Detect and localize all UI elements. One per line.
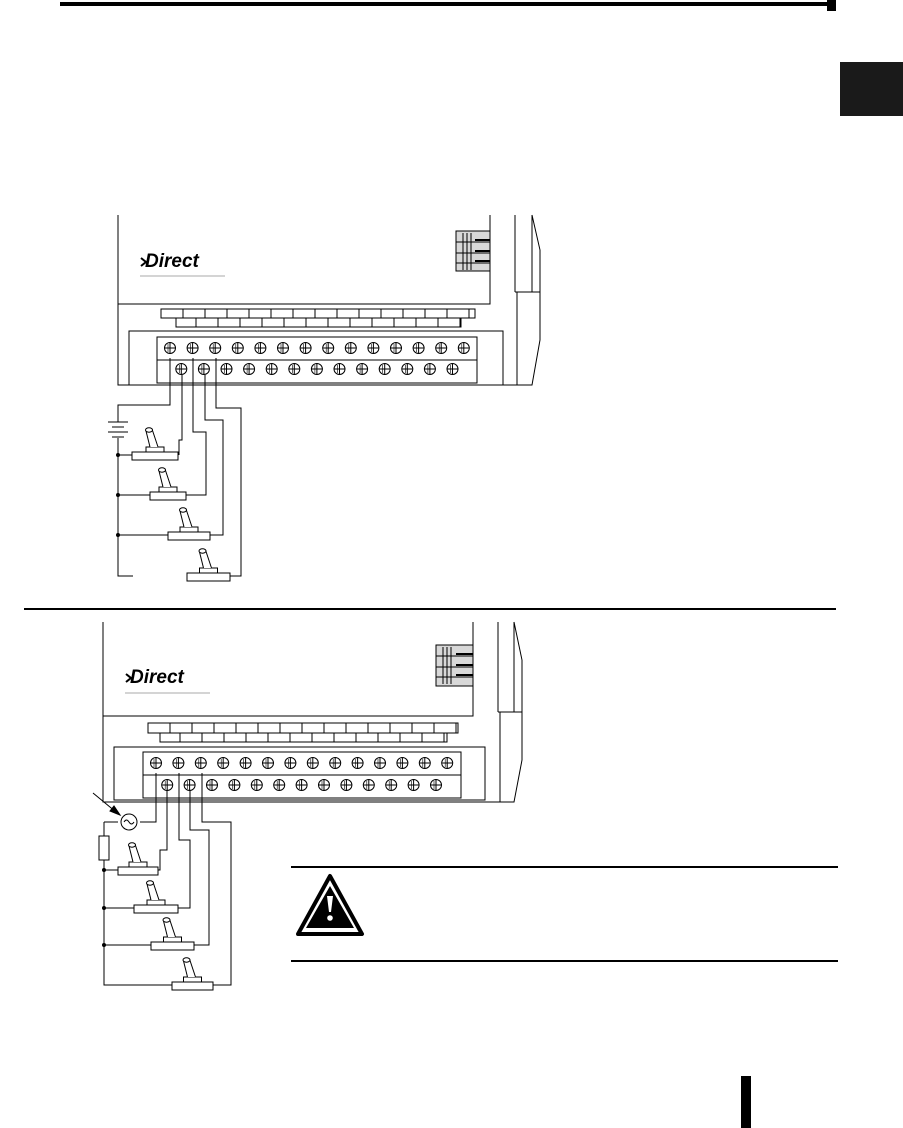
screw-terminal (345, 343, 356, 354)
screw-terminal (436, 343, 447, 354)
terminal-block-frame (129, 331, 503, 385)
screw-terminal (334, 364, 345, 375)
screw-terminal (431, 780, 442, 791)
screw-terminal (323, 343, 334, 354)
screw-terminal (229, 780, 240, 791)
screw-terminal (151, 758, 162, 769)
brand-logo-text: Direct (130, 667, 185, 688)
screw-terminal (300, 343, 311, 354)
screw-terminal (289, 364, 300, 375)
screw-terminal (447, 364, 458, 375)
ac-source-symbol (121, 814, 137, 830)
screw-terminal (218, 758, 229, 769)
vent-grille (436, 645, 473, 686)
brand-logo: Direct (141, 251, 200, 272)
toggle-switch (134, 881, 178, 913)
screw-terminal (379, 364, 390, 375)
screw-terminal (442, 758, 453, 769)
toggle-switch (187, 549, 230, 581)
screw-terminal (210, 343, 221, 354)
terminal-block-frame (114, 747, 485, 800)
vent-grille (456, 231, 490, 271)
screw-terminal (352, 758, 363, 769)
screw-terminal (232, 343, 243, 354)
pointer-arrow-icon (93, 793, 120, 815)
header-rule (60, 0, 836, 11)
screw-terminal (413, 343, 424, 354)
screw-terminal (402, 364, 413, 375)
screw-terminal (255, 343, 266, 354)
screw-terminal (278, 343, 289, 354)
screw-terminal (176, 364, 187, 375)
screw-terminal (173, 758, 184, 769)
dc-battery-symbol (108, 422, 128, 437)
label-strip (161, 309, 475, 327)
screw-terminal (195, 758, 206, 769)
warning-box (291, 867, 838, 961)
label-strip (148, 723, 458, 742)
field-wiring (104, 773, 231, 985)
screw-terminal (391, 343, 402, 354)
screw-terminal (251, 780, 262, 791)
screw-terminal (207, 780, 218, 791)
toggle-switch (132, 428, 178, 460)
fuse-symbol (99, 836, 109, 860)
screw-terminal (330, 758, 341, 769)
screw-terminal (408, 780, 419, 791)
screw-terminal (319, 780, 330, 791)
screw-terminal (386, 780, 397, 791)
screw-terminal (244, 364, 255, 375)
screw-terminal (419, 758, 430, 769)
screw-terminal (198, 364, 209, 375)
screw-terminal (274, 780, 285, 791)
brand-logo: Direct (126, 667, 185, 688)
toggle-switch (118, 843, 158, 875)
screw-terminal (363, 780, 374, 791)
screw-terminal (458, 343, 469, 354)
screw-terminal (357, 364, 368, 375)
screw-terminal (266, 364, 277, 375)
screw-terminal (341, 780, 352, 791)
screw-terminal (162, 780, 173, 791)
footer-page-marker (741, 1076, 751, 1128)
warning-exclamation-icon (298, 876, 362, 934)
screw-terminal (221, 364, 232, 375)
toggle-switch (168, 508, 210, 540)
screw-terminal (311, 364, 322, 375)
field-wiring (118, 358, 241, 576)
toggle-switch (150, 468, 186, 500)
toggle-switch (151, 918, 194, 950)
screw-terminal (307, 758, 318, 769)
screw-terminal (296, 780, 307, 791)
screw-terminal (263, 758, 274, 769)
screw-terminal (240, 758, 251, 769)
chapter-tab (840, 62, 903, 116)
screw-terminal (184, 780, 195, 791)
screw-terminal (165, 343, 176, 354)
screw-terminal (187, 343, 198, 354)
screw-terminal (424, 364, 435, 375)
brand-logo-text: Direct (145, 251, 200, 272)
screw-terminal (368, 343, 379, 354)
screw-terminal (375, 758, 386, 769)
screw-terminal (397, 758, 408, 769)
screw-terminal (285, 758, 296, 769)
toggle-switch (172, 958, 213, 990)
